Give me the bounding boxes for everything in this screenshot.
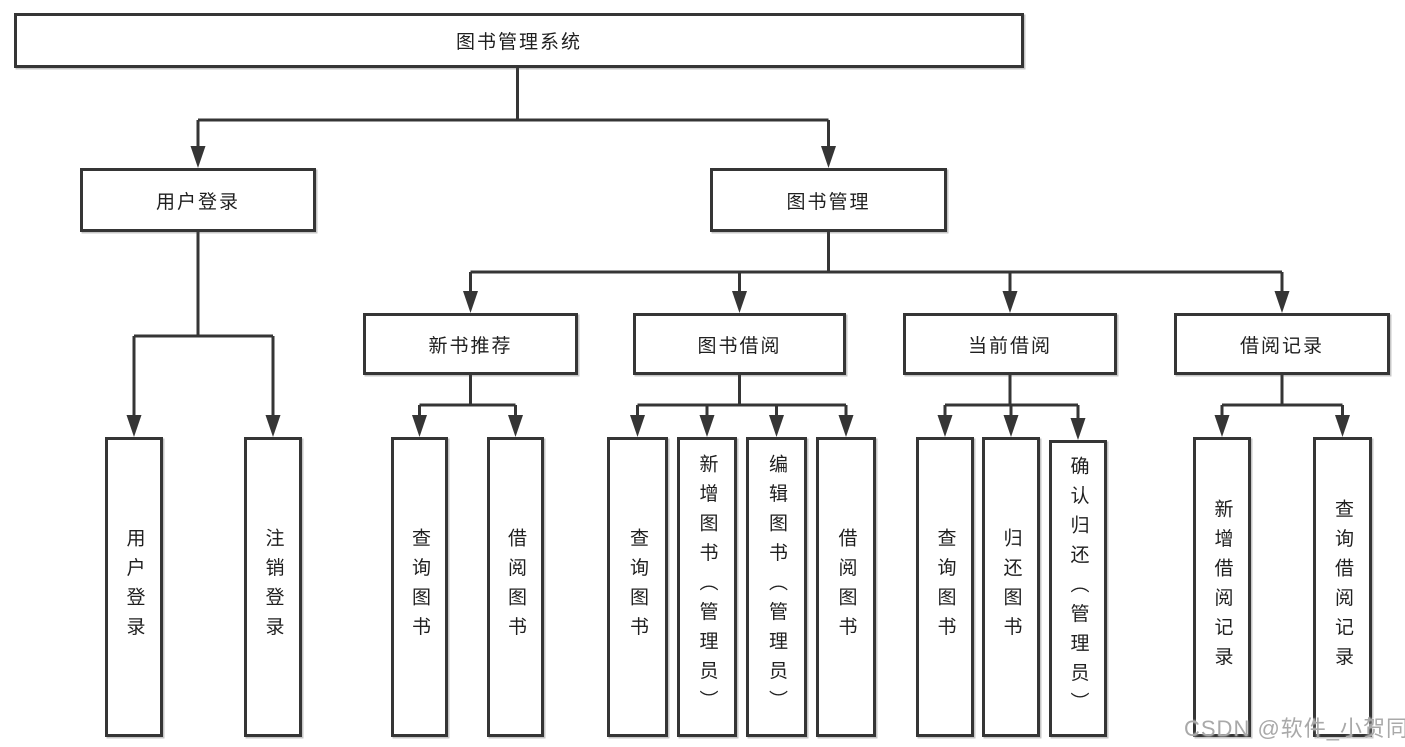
- node-book-borrowing: 图书借阅: [633, 313, 846, 375]
- arrowhead: [699, 415, 715, 437]
- arrowhead: [630, 415, 645, 437]
- node-label: 新增图书（管理员）: [696, 454, 718, 720]
- arrowhead: [1214, 415, 1230, 437]
- node-root-label: 图书管理系统: [455, 32, 582, 53]
- node-nbr-borrow-books: 借阅图书: [487, 437, 544, 737]
- node-book-management: 图书管理: [710, 168, 947, 232]
- arrowhead: [1003, 415, 1019, 437]
- node-borrowing-records: 借阅记录: [1174, 313, 1390, 375]
- node-nbr-query-books: 查询图书: [391, 437, 448, 737]
- node-new-book-recommend: 新书推荐: [363, 313, 578, 375]
- node-logout-leaf: 注销登录: [244, 437, 302, 737]
- arrowhead: [265, 415, 281, 437]
- node-cb-query-books: 查询图书: [916, 437, 974, 737]
- node-label: 用户登录: [123, 528, 145, 646]
- arrowhead: [412, 415, 427, 437]
- node-user-login: 用户登录: [80, 168, 316, 232]
- node-label: 借阅记录: [1239, 335, 1324, 357]
- node-label: 查询借阅记录: [1332, 498, 1353, 676]
- node-label: 新增借阅记录: [1211, 498, 1233, 676]
- arrowhead: [1002, 291, 1018, 313]
- node-label: 借阅图书: [835, 528, 857, 646]
- node-label: 查询图书: [934, 528, 956, 646]
- node-root: 图书管理系统: [14, 13, 1024, 68]
- node-user-login-leaf: 用户登录: [105, 437, 163, 737]
- node-label: 确认归还（管理员）: [1067, 455, 1089, 722]
- csdn-watermark: CSDN @软件_小贺同学: [1184, 716, 1405, 741]
- node-label: 归还图书: [1000, 528, 1022, 646]
- node-bb-borrow-books: 借阅图书: [816, 437, 876, 737]
- node-label: 新书推荐: [428, 335, 513, 357]
- arrowhead: [1274, 291, 1290, 313]
- arrowhead: [1070, 418, 1086, 440]
- node-label: 图书借阅: [697, 335, 782, 357]
- arrowhead: [1335, 415, 1350, 437]
- arrowhead: [126, 415, 142, 437]
- node-label: 图书管理: [786, 191, 871, 213]
- node-label: 当前借阅: [967, 335, 1052, 357]
- node-current-borrowing: 当前借阅: [903, 313, 1117, 375]
- node-cb-return-books: 归还图书: [982, 437, 1040, 737]
- node-bb-edit-books-admin: 编辑图书（管理员）: [746, 437, 807, 737]
- arrowhead: [508, 415, 523, 437]
- arrowhead: [937, 415, 953, 437]
- node-bb-add-books-admin: 新增图书（管理员）: [677, 437, 737, 737]
- node-label: 注销登录: [262, 528, 284, 646]
- arrowhead: [190, 146, 206, 168]
- node-label: 编辑图书（管理员）: [766, 454, 787, 720]
- arrowhead: [838, 415, 854, 437]
- node-br-query-record: 查询借阅记录: [1313, 437, 1372, 737]
- node-br-add-record: 新增借阅记录: [1193, 437, 1251, 737]
- node-label: 借阅图书: [505, 528, 526, 646]
- arrowhead: [463, 291, 478, 313]
- node-bb-query-books: 查询图书: [607, 437, 668, 737]
- node-label: 查询图书: [409, 528, 430, 646]
- node-label: 用户登录: [155, 191, 240, 213]
- arrowhead: [732, 291, 747, 313]
- arrowhead: [769, 415, 784, 437]
- node-cb-confirm-return-admin: 确认归还（管理员）: [1049, 440, 1107, 737]
- arrowhead: [821, 146, 836, 168]
- node-label: 查询图书: [627, 528, 648, 646]
